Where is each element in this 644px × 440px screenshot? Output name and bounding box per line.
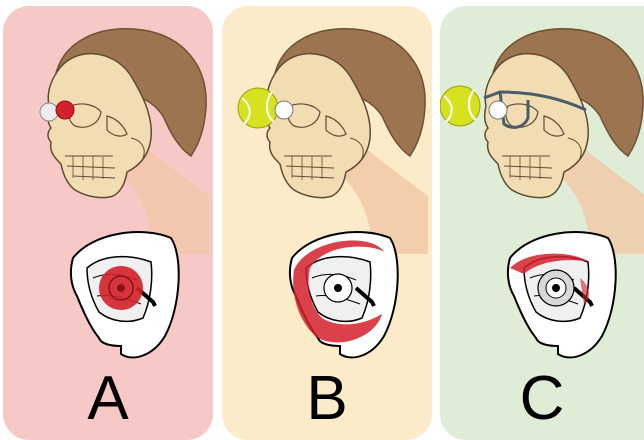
panel-label: B	[222, 364, 432, 434]
tennis-ball-icon	[440, 86, 480, 126]
panel-b: B	[222, 6, 432, 440]
small-ball-icon	[40, 103, 58, 121]
skull-illustration	[267, 29, 428, 254]
panel-c: C	[440, 6, 644, 440]
eye-icon	[489, 101, 507, 119]
tennis-ball-icon	[238, 88, 278, 128]
eye-impact-icon	[56, 101, 74, 119]
skull-illustration	[48, 29, 209, 254]
panel-a: A	[3, 6, 213, 440]
panel-label: A	[3, 364, 213, 434]
skull-illustration	[485, 29, 644, 254]
panel-label: C	[440, 364, 644, 434]
eye-icon	[275, 101, 293, 119]
